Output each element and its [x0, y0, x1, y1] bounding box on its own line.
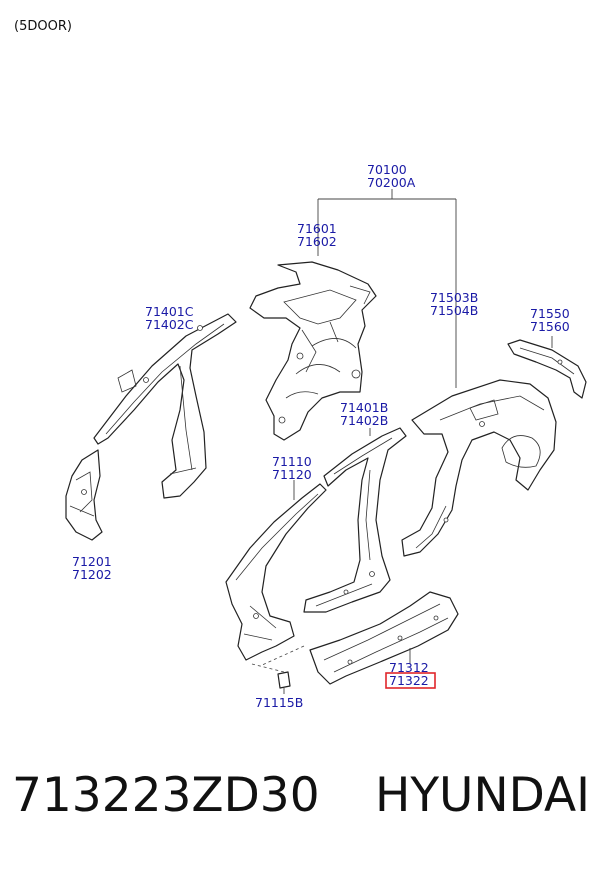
part-hinge-pillar-inner[interactable]	[65, 449, 103, 541]
label-front-rail-a[interactable]: 71401B	[340, 400, 388, 415]
label-assembly-b[interactable]: 70200A	[367, 175, 416, 190]
label-lamp-bracket-b[interactable]: 71560	[530, 319, 570, 334]
label-quarter-b[interactable]: 71504B	[430, 303, 478, 318]
part-outer-roof-rail[interactable]	[303, 427, 407, 613]
highlight-box	[385, 672, 436, 689]
footer: 713223ZD30 HYUNDAI	[8, 768, 592, 848]
label-wheelhouse-b[interactable]: 71602	[297, 234, 337, 249]
part-a-pillar-outer[interactable]	[225, 483, 327, 661]
label-a-pillar-b[interactable]: 71120	[272, 467, 312, 482]
label-a-pillar-a[interactable]: 71110	[272, 454, 312, 469]
bracket-dash-leader	[251, 645, 305, 673]
part-small-bracket[interactable]	[277, 671, 291, 689]
part-side-sill[interactable]	[309, 591, 459, 685]
part-number: 713223ZD30	[12, 768, 320, 823]
part-rear-lamp-bracket[interactable]	[507, 339, 587, 399]
label-front-rail-b[interactable]: 71402B	[340, 413, 388, 428]
label-lamp-bracket-a[interactable]: 71550	[530, 306, 570, 321]
label-hinge-pillar-b[interactable]: 71202	[72, 567, 112, 582]
label-bracket[interactable]: 71115B	[255, 695, 303, 710]
brand-name: HYUNDAI	[375, 768, 590, 823]
door-variant-label: (5DOOR)	[14, 19, 72, 34]
assembly-leader	[317, 189, 457, 388]
part-wheelhouse-inner[interactable]	[249, 261, 377, 441]
label-assembly-a[interactable]: 70100	[367, 162, 407, 177]
label-roof-rail-b[interactable]: 71402C	[145, 317, 194, 332]
part-inner-roof-rail[interactable]	[93, 313, 237, 499]
part-quarter-outer[interactable]	[401, 379, 557, 557]
label-wheelhouse-a[interactable]: 71601	[297, 221, 337, 236]
label-hinge-pillar-a[interactable]: 71201	[72, 554, 112, 569]
label-sill-a[interactable]: 71312	[389, 660, 429, 675]
label-quarter-a[interactable]: 71503B	[430, 290, 478, 305]
label-sill-b-highlighted[interactable]: 71322	[389, 673, 429, 688]
label-roof-rail-a[interactable]: 71401C	[145, 304, 194, 319]
